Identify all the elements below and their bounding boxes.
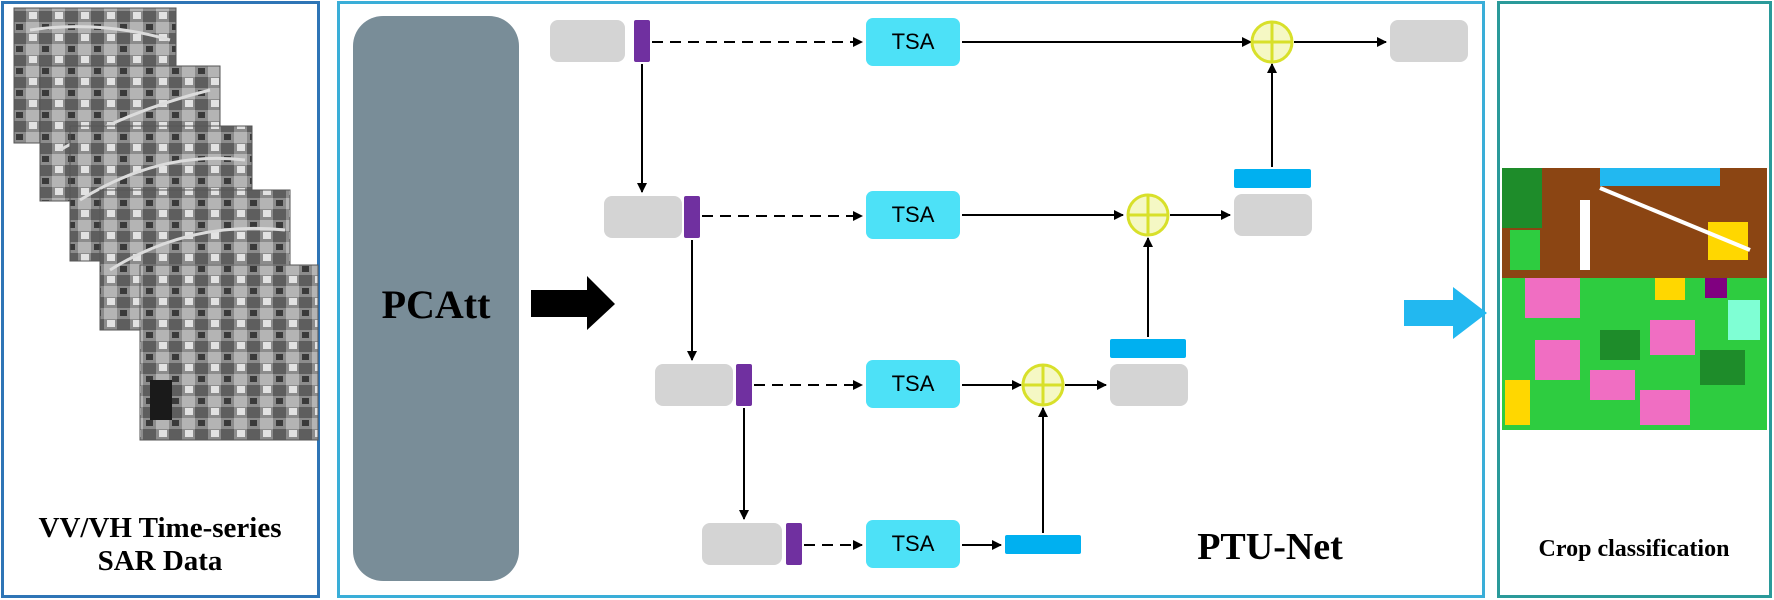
blue-bar-1 [1234, 169, 1311, 188]
pcatt-to-ptunet-arrow [531, 276, 615, 330]
ptu-net-panel [337, 1, 1485, 598]
ptu-net-label: PTU-Net [1197, 526, 1343, 568]
blue-bar-2 [1110, 339, 1186, 358]
decoder-feature-block-2 [1110, 364, 1188, 406]
purple-bar-2 [684, 196, 700, 238]
plus-circle-icon [1250, 20, 1294, 64]
plus-circle-icon [1126, 193, 1170, 237]
sar-caption-line-2: SAR Data [97, 545, 223, 578]
encoder-feature-block-1 [550, 20, 625, 62]
blue-bar-3 [1005, 535, 1081, 554]
encoder-feature-block-2 [604, 196, 682, 238]
decoder-feature-block-1 [1234, 194, 1312, 236]
tsa-block-1: TSA [866, 18, 960, 66]
purple-bar-4 [786, 523, 802, 565]
pcatt-label: PCAtt [381, 282, 491, 327]
encoder-feature-block-4 [702, 523, 782, 565]
tsa-block-4: TSA [866, 520, 960, 568]
sar-data-caption: VV/VH Time-series SAR Data [4, 512, 316, 579]
output-feature-block [1390, 20, 1468, 62]
purple-bar-3 [736, 364, 752, 406]
encoder-feature-block-3 [655, 364, 733, 406]
ptunet-to-output-arrow [1404, 287, 1487, 339]
tsa-block-3: TSA [866, 360, 960, 408]
pcatt-module: PCAtt [353, 16, 519, 581]
tsa-block-2: TSA [866, 191, 960, 239]
sar-layer-5 [139, 264, 319, 441]
plus-circle-icon [1021, 363, 1065, 407]
crop-classification-caption: Crop classification [1538, 536, 1730, 562]
sar-caption-line-1: VV/VH Time-series [38, 512, 282, 544]
purple-bar-1 [634, 20, 650, 62]
